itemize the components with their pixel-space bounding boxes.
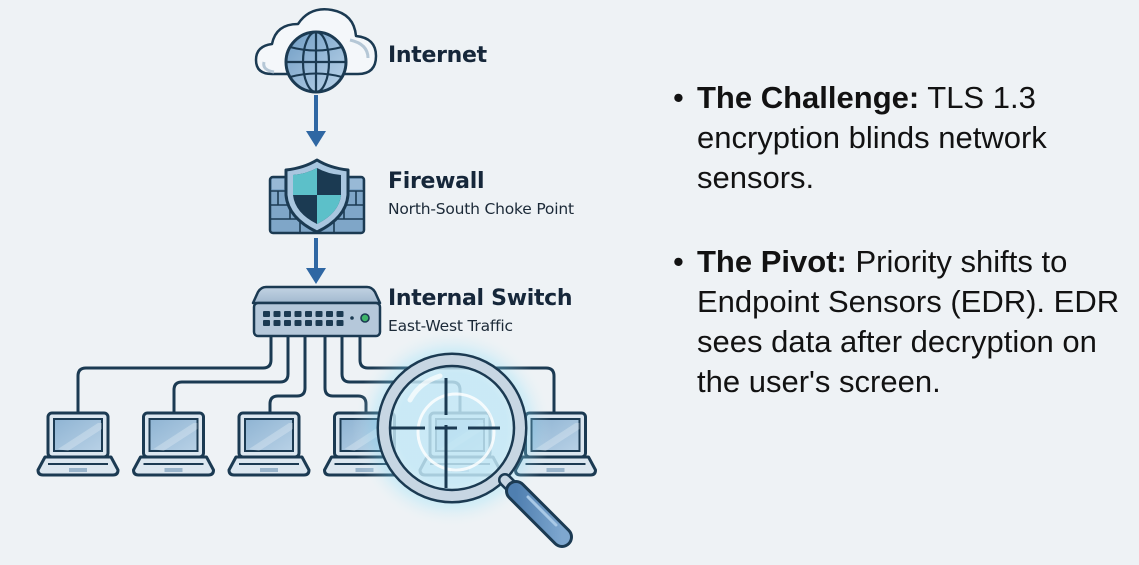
switch-port	[326, 320, 333, 326]
switch-port	[284, 320, 291, 326]
cable	[172, 333, 290, 415]
network-diagram	[36, 8, 597, 548]
switch-port	[263, 311, 270, 317]
point-body: Priority shifts to Endpoint Sensors (EDR…	[697, 244, 1120, 399]
switch-port	[315, 320, 323, 326]
switch-port	[336, 311, 344, 317]
switch-port	[315, 311, 323, 317]
switch-port	[326, 311, 333, 317]
point-heading: The Pivot:	[697, 244, 847, 279]
laptop-icon	[132, 411, 215, 477]
node-subtitle-firewall: North-South Choke Point	[388, 200, 574, 218]
switch-port	[273, 311, 281, 317]
shield-icon	[284, 158, 350, 234]
arrow-down-icon	[306, 238, 326, 284]
cable	[268, 333, 307, 415]
laptop-icon	[227, 411, 311, 477]
switch-port	[263, 320, 270, 326]
bullet: •	[673, 80, 684, 115]
magnifier-crosshair-icon	[352, 328, 573, 548]
node-subtitle-switch: East-West Traffic	[388, 317, 513, 335]
key-points-list: • The Challenge: TLS 1.3 encryption blin…	[673, 78, 1133, 446]
arrow-down-icon	[306, 95, 326, 147]
globe-icon	[284, 30, 348, 94]
network-switch-icon	[251, 285, 382, 338]
switch-port	[294, 320, 302, 326]
switch-port	[305, 320, 312, 326]
switch-port	[305, 311, 312, 317]
switch-port	[336, 320, 344, 326]
laptop-icon	[36, 411, 120, 477]
switch-port	[273, 320, 281, 326]
point-pivot: • The Pivot: Priority shifts to Endpoint…	[673, 242, 1133, 402]
crosshair-icon	[389, 378, 500, 488]
bullet: •	[673, 244, 684, 279]
node-title-firewall: Firewall	[388, 169, 485, 194]
point-body: TLS 1.3 encryption blinds network sensor…	[697, 80, 1047, 195]
point-challenge: • The Challenge: TLS 1.3 encryption blin…	[673, 78, 1133, 198]
node-title-internet: Internet	[388, 43, 487, 68]
switch-port	[284, 311, 291, 317]
node-title-switch: Internal Switch	[388, 286, 573, 311]
point-heading: The Challenge:	[697, 80, 920, 115]
cable	[76, 333, 273, 415]
switch-port	[294, 311, 302, 317]
